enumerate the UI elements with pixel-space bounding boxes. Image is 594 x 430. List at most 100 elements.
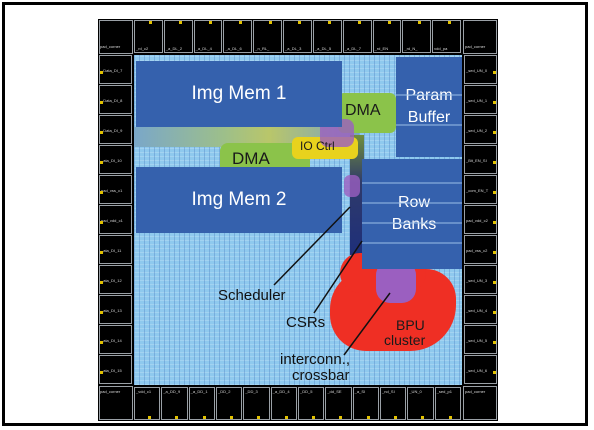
pin-marker (493, 280, 496, 284)
pin-marker (493, 70, 496, 74)
pin-marker (238, 21, 242, 24)
core-area: Img Mem 1 Img Mem 2 Param Buffer Row Ban… (134, 55, 462, 385)
corner-pad-bottom-right (463, 386, 497, 420)
row-banks-block: Row Banks (362, 159, 462, 269)
corner-pad-label: pad_corner (100, 389, 121, 394)
io-pad-left: _Data_DI_9 (99, 115, 132, 144)
pin-marker (100, 160, 103, 164)
io-pad-left: _ata_DI_11 (99, 235, 132, 264)
io-pad-label: _sed_p1 (436, 389, 453, 394)
io-pad-label: _ata_DI_10 (101, 157, 122, 163)
io-pad-left: pad_vdd_c1 (99, 205, 132, 234)
corner-pad-top-right (463, 20, 497, 54)
io-pad-right: _sed_UN_4 (464, 295, 497, 324)
corner-pad-top-left (99, 20, 133, 54)
pin-marker (100, 250, 103, 254)
io-pad-bottom: _nd_SI (380, 387, 407, 420)
io-pad-top: _rd_N_ (402, 20, 432, 53)
io-pad-label: _ata_DI_11 (101, 247, 122, 253)
param-buffer-block: Param Buffer (396, 57, 462, 157)
pin-marker (284, 416, 288, 419)
img-mem-1-block: Img Mem 1 (136, 61, 342, 127)
io-pad-left: _ata_DI_10 (99, 145, 132, 174)
pin-marker (100, 280, 103, 284)
pin-marker (493, 160, 496, 164)
pin-marker (100, 130, 103, 134)
io-pad-label: _rd_c2 (136, 46, 149, 51)
pin-marker (493, 340, 496, 344)
io-pad-label: _sed_UN_4 (466, 307, 488, 313)
pin-marker (100, 190, 103, 194)
io-pad-right: _sed_UN_1 (464, 85, 497, 114)
io-pad-right: pad_vss_c2 (464, 235, 497, 264)
scheduler-label: Scheduler (218, 287, 286, 304)
pin-marker (257, 416, 261, 419)
io-pad-label: _a_DL_4 (195, 46, 212, 51)
pin-marker (100, 220, 103, 224)
pin-marker (149, 21, 153, 24)
pin-marker (366, 416, 370, 419)
io-pad-label: _dd_SE (327, 389, 342, 394)
row-banks-label-2: Banks (391, 216, 437, 233)
io-pad-label: pad_vss_c1 (101, 187, 123, 193)
pin-marker (148, 416, 152, 419)
io-pad-bottom: _a_DD_9 (161, 387, 188, 420)
io-pad-label: _a_DL_5 (314, 46, 332, 51)
io-pad-label: _ata_DI_14 (101, 337, 122, 343)
io-pad-label: _DD_3 (245, 389, 258, 394)
io-pad-top: _a_DL_2 (163, 20, 193, 53)
io-pad-label: _a_DL_7 (344, 46, 361, 51)
io-pad-label: pad_vss_c2 (466, 247, 488, 253)
corner-pad-label: pad_corner (465, 44, 486, 49)
io-pad-top: _a_DL_4 (193, 20, 223, 53)
corner-pad-label: pad_corner (100, 44, 121, 49)
io-pad-top: _a_DL_7 (342, 20, 372, 53)
img-mem-2-block: Img Mem 2 (136, 167, 342, 233)
io-pad-label: _rd_EN (374, 46, 389, 51)
pin-marker (387, 21, 391, 24)
io-pad-label: _UN_0 (409, 389, 422, 394)
io-pad-label: _sed_UN_1 (466, 97, 488, 103)
io-pad-right: _sed_UN_2 (464, 115, 497, 144)
io-pad-left: _ata_DI_12 (99, 265, 132, 294)
io-pad-label: _sed_UN_2 (466, 127, 488, 133)
dma-label-left: DMA (232, 149, 270, 168)
pin-marker (339, 416, 343, 419)
corner-pad-label: pad_corner (465, 389, 486, 394)
io-pad-top: vdd_pa (432, 20, 461, 53)
io-pad-label: _a_DL_3 (285, 46, 302, 51)
pin-marker (100, 340, 103, 344)
io-pad-bottom: _sed_p1 (434, 387, 461, 420)
pin-marker (493, 100, 496, 104)
bpu-label-2: cluster (384, 332, 426, 348)
io-pad-label: pad_vdd_c2 (466, 217, 488, 223)
pin-marker (202, 416, 206, 419)
io-pad-label: _Data_DI_8 (101, 97, 123, 103)
pin-marker (493, 190, 496, 194)
io-pad-label: _ata_DI_12 (101, 277, 122, 283)
io-pad-label: _ata_DI_15 (101, 367, 122, 373)
io-pad-label: _com_EN_T (466, 187, 489, 193)
io-pad-bottom: _a_DD_1 (188, 387, 215, 420)
pin-marker (100, 310, 103, 314)
io-pad-bottom: _DD_5 (298, 387, 325, 420)
io-pad-right: _sed_UN_0 (464, 55, 497, 84)
img-mem-1-label: Img Mem 1 (191, 83, 287, 104)
io-pad-bottom: _UN_0 (407, 387, 434, 420)
io-pad-bottom: _a_SI (352, 387, 379, 420)
io-pad-left: _ata_DI_13 (99, 295, 132, 324)
bpu-label-1: BPU (396, 317, 425, 333)
io-pad-label: _nd_SI (382, 389, 395, 394)
interconn-label-2: crossbar (292, 367, 350, 384)
pin-marker (312, 416, 316, 419)
io-pad-label: _rd_N_ (404, 46, 418, 51)
io-pad-label: _a_DL_2 (165, 46, 183, 51)
pin-marker (209, 21, 213, 24)
io-pad-label: _sed_UN_3 (466, 277, 488, 283)
io-pad-label: _a_DD_9 (163, 389, 181, 394)
pin-marker (417, 21, 421, 24)
io-pad-left: _Data_DI_8 (99, 85, 132, 114)
pin-marker (421, 416, 425, 419)
io-pad-label: _DD_2 (218, 389, 231, 394)
pin-marker (493, 220, 496, 224)
